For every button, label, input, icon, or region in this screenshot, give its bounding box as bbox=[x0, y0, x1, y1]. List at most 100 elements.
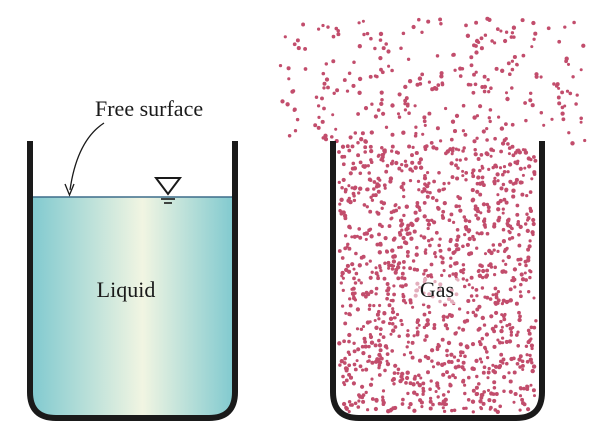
gas-particle bbox=[485, 126, 489, 131]
gas-particle bbox=[417, 383, 422, 388]
gas-particle bbox=[409, 236, 414, 241]
gas-particle bbox=[404, 204, 409, 209]
gas-particle bbox=[490, 326, 495, 331]
gas-particle bbox=[357, 278, 361, 282]
gas-particle bbox=[316, 125, 321, 130]
gas-particle bbox=[378, 348, 383, 353]
gas-particle bbox=[501, 207, 505, 211]
gas-particle bbox=[391, 159, 395, 163]
gas-particle bbox=[386, 49, 391, 54]
gas-particle bbox=[457, 196, 461, 201]
gas-particle bbox=[380, 153, 385, 157]
gas-particle bbox=[344, 311, 348, 315]
gas-particle bbox=[422, 189, 427, 193]
gas-particle bbox=[494, 392, 499, 396]
gas-particle bbox=[387, 224, 392, 229]
gas-particle bbox=[488, 108, 493, 112]
gas-particle bbox=[415, 318, 421, 323]
gas-particle bbox=[572, 20, 576, 25]
gas-particle bbox=[423, 338, 427, 342]
gas-particle bbox=[402, 240, 408, 245]
gas-particle bbox=[454, 113, 460, 119]
gas-particle bbox=[450, 149, 455, 153]
gas-particle bbox=[517, 243, 522, 248]
gas-particle bbox=[374, 325, 379, 330]
gas-particle bbox=[529, 270, 533, 274]
gas-particle bbox=[475, 114, 480, 118]
gas-particle bbox=[458, 74, 463, 78]
gas-particle bbox=[361, 350, 366, 356]
gas-particle bbox=[494, 310, 499, 315]
gas-particle bbox=[482, 74, 487, 79]
gas-particle bbox=[376, 211, 381, 216]
gas-particle bbox=[400, 228, 404, 232]
gas-particle bbox=[352, 198, 357, 203]
gas-particle bbox=[528, 91, 533, 96]
gas-particle bbox=[429, 348, 435, 353]
gas-particle bbox=[402, 353, 406, 357]
gas-particle bbox=[482, 89, 487, 94]
gas-particle bbox=[456, 247, 461, 252]
gas-particle bbox=[452, 355, 457, 359]
gas-particle bbox=[533, 158, 538, 163]
gas-particle bbox=[360, 131, 365, 136]
gas-particle bbox=[499, 149, 504, 154]
gas-particle bbox=[391, 406, 396, 411]
gas-particle bbox=[434, 198, 439, 203]
gas-particle bbox=[406, 391, 410, 396]
gas-particle bbox=[474, 358, 479, 363]
gas-particle bbox=[417, 160, 422, 165]
gas-particle bbox=[501, 211, 505, 215]
gas-particle bbox=[539, 110, 544, 115]
gas-particle bbox=[508, 230, 512, 235]
gas-particle bbox=[421, 132, 425, 136]
gas-particle bbox=[374, 286, 379, 291]
gas-particle bbox=[357, 263, 362, 268]
gas-particle bbox=[531, 221, 536, 227]
gas-particle bbox=[471, 90, 476, 95]
gas-particle bbox=[407, 144, 412, 149]
gas-particle bbox=[467, 283, 471, 287]
gas-particle bbox=[337, 180, 341, 185]
gas-particle bbox=[495, 409, 500, 415]
gas-particle bbox=[479, 36, 484, 41]
gas-particle bbox=[530, 45, 534, 49]
gas-particle bbox=[382, 276, 387, 281]
gas-particle bbox=[414, 125, 418, 129]
gas-particle bbox=[480, 175, 485, 180]
gas-particle bbox=[485, 268, 490, 273]
gas-particle bbox=[447, 218, 452, 223]
gas-particle bbox=[466, 397, 471, 402]
gas-particle bbox=[493, 286, 498, 291]
gas-particle bbox=[485, 273, 490, 278]
gas-particle bbox=[369, 234, 374, 239]
gas-particle bbox=[427, 80, 431, 84]
gas-particle bbox=[486, 370, 491, 375]
gas-particle bbox=[517, 233, 521, 237]
gas-particle bbox=[461, 103, 466, 108]
gas-particle bbox=[529, 325, 534, 330]
gas-particle bbox=[416, 373, 421, 378]
gas-particle bbox=[480, 315, 485, 321]
gas-particle bbox=[447, 375, 452, 379]
gas-particle bbox=[552, 82, 556, 86]
gas-particle bbox=[368, 74, 373, 79]
gas-particle bbox=[440, 273, 444, 278]
gas-particle bbox=[495, 172, 500, 177]
gas-particle bbox=[378, 55, 383, 61]
gas-particle bbox=[401, 181, 406, 186]
gas-particle bbox=[516, 257, 521, 262]
gas-particle bbox=[516, 330, 520, 334]
gas-particle bbox=[462, 284, 467, 289]
gas-particle bbox=[378, 327, 383, 331]
gas-particle bbox=[449, 161, 454, 166]
gas-particle bbox=[469, 63, 474, 68]
gas-particle bbox=[474, 70, 478, 74]
gas-particle bbox=[473, 147, 477, 152]
gas-particle bbox=[533, 31, 538, 36]
gas-particle bbox=[379, 101, 384, 107]
gas-particle bbox=[564, 59, 568, 64]
gas-particle bbox=[357, 191, 361, 195]
gas-particle bbox=[391, 328, 396, 333]
gas-particle bbox=[350, 186, 354, 190]
